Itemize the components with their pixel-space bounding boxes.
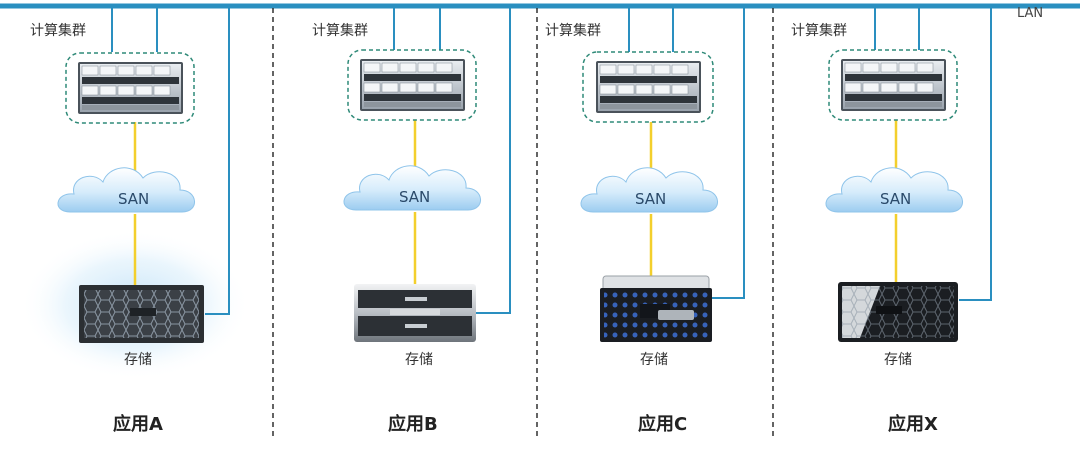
san-label: SAN [880,190,912,208]
lan-label: LAN [1017,6,1044,21]
panel-app-a [57,8,230,343]
lan-drop [712,8,745,299]
panel-app-b [343,8,511,342]
cluster-label: 计算集群 [312,23,368,39]
storage-label: 存储 [884,352,912,368]
lan-drop [476,8,511,314]
san-label: SAN [118,190,150,208]
cluster-boundary [828,49,958,121]
cluster-boundary [582,51,714,123]
san-label: SAN [399,188,431,206]
app-title: 应用A [113,414,163,435]
server-cluster-icon [841,59,946,111]
server-cluster-icon [78,62,183,114]
storage-label: 存储 [640,352,668,368]
storage-array-icon [838,282,958,342]
cluster-label: 计算集群 [791,23,847,39]
storage-label: 存储 [405,352,433,368]
app-title: 应用X [888,414,938,435]
san-cloud-icon [57,167,195,213]
lan-drop [205,8,230,315]
san-cloud-icon [825,167,963,213]
cluster-boundary [65,52,195,124]
san-cloud-icon [343,165,481,211]
storage-label: 存储 [124,352,152,368]
storage-array-icon [600,275,712,342]
cluster-boundary [347,49,477,121]
lan-drop [959,8,992,301]
san-cloud-icon [580,167,718,213]
panel-app-x [825,8,992,342]
san-label: SAN [635,190,667,208]
app-title: 应用B [388,414,438,435]
cluster-label: 计算集群 [545,23,601,39]
storage-array-icon [79,285,204,343]
server-cluster-icon [596,61,701,113]
panel-app-c [580,8,745,342]
storage-array-icon [354,284,476,342]
app-title: 应用C [638,414,688,435]
cluster-label: 计算集群 [30,23,86,39]
server-cluster-icon [360,59,465,111]
